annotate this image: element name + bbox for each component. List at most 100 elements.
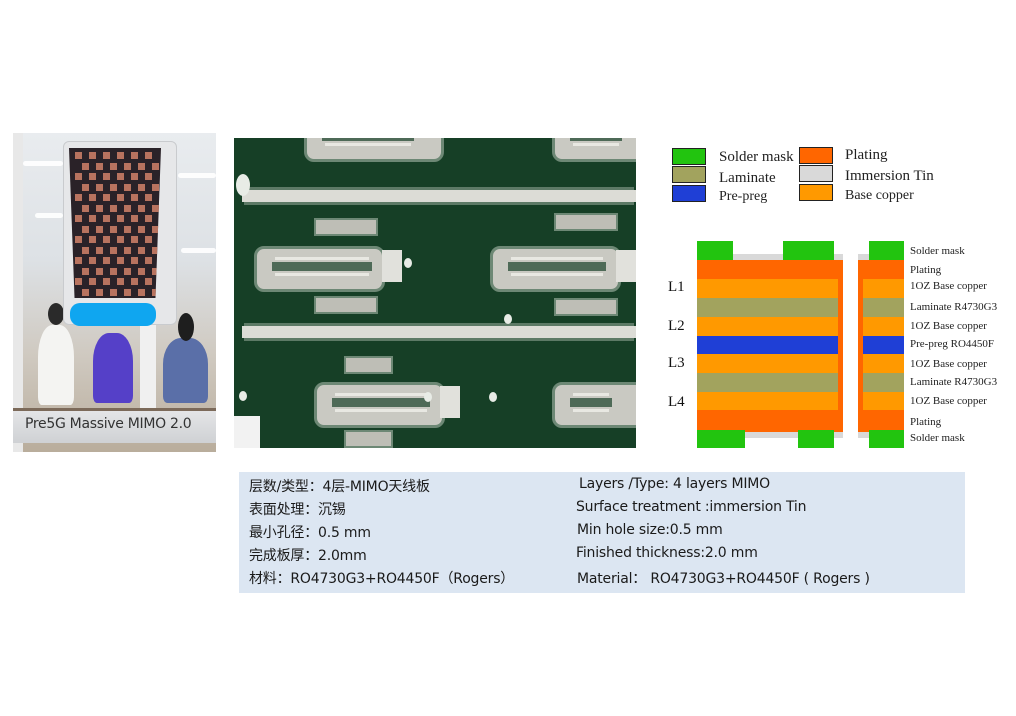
antenna-element <box>117 173 124 180</box>
stackup-label: Solder mask <box>910 432 965 444</box>
antenna-element <box>124 183 131 191</box>
antenna-element <box>82 267 89 275</box>
immersion-tin-top <box>697 254 843 260</box>
antenna-feed <box>254 240 402 292</box>
antenna-feed <box>314 376 460 428</box>
antenna-element <box>152 204 159 212</box>
immersion-tin-bottom <box>697 432 843 438</box>
copper-l3 <box>697 354 838 373</box>
antenna-element <box>75 194 82 201</box>
antenna-element <box>131 257 138 264</box>
antenna-element <box>82 162 89 170</box>
caption-sign: Pre5G Massive MIMO 2.0 <box>13 408 216 443</box>
stackup-label: 1OZ Base copper <box>910 320 987 332</box>
antenna-element <box>124 204 131 212</box>
antenna-element <box>138 267 145 275</box>
antenna-element <box>103 236 110 243</box>
antenna-element <box>124 246 131 254</box>
antenna-element <box>110 183 117 191</box>
antenna-element <box>145 215 152 222</box>
solder-mask-top <box>697 241 733 260</box>
via-hole <box>489 392 497 402</box>
antenna-element <box>89 194 96 201</box>
feed-stub <box>314 218 378 236</box>
antenna-element <box>145 278 152 285</box>
plating-frame <box>858 260 904 432</box>
person <box>93 333 133 403</box>
antenna-feed <box>552 376 636 428</box>
legend-swatch-plating <box>799 147 833 164</box>
antenna-element <box>75 152 82 159</box>
person-head <box>178 313 194 341</box>
legend-label: Base copper <box>845 188 914 203</box>
antenna-element <box>145 236 152 243</box>
person <box>163 338 208 403</box>
antenna-element <box>138 183 145 191</box>
ceiling-light <box>23 161 63 166</box>
antenna-element <box>89 152 96 159</box>
antenna-element <box>103 194 110 201</box>
antenna-element <box>103 278 110 285</box>
antenna-element <box>110 288 117 296</box>
plating-frame <box>697 260 843 432</box>
antenna-element <box>117 236 124 243</box>
antenna-element <box>89 257 96 264</box>
antenna-element <box>110 225 117 233</box>
spec-cn-material: 材料：RO4730G3+RO4450F（Rogers） <box>249 571 515 587</box>
antenna-element <box>96 162 103 170</box>
legend-swatch-laminate <box>672 166 706 183</box>
antenna-element <box>117 278 124 285</box>
legend-swatch-base-copper <box>799 184 833 201</box>
ceiling-light <box>181 248 216 253</box>
pcb-image <box>234 138 636 448</box>
ceiling-light <box>178 173 216 178</box>
photo-caption: Pre5G Massive MIMO 2.0 <box>25 416 192 432</box>
antenna-element <box>124 267 131 275</box>
antenna-element <box>124 162 131 170</box>
immersion-tin-top <box>858 254 904 260</box>
laminate <box>863 373 904 392</box>
antenna-element <box>124 288 131 296</box>
layer-marker: L1 <box>668 279 685 295</box>
antenna-feed <box>490 240 636 292</box>
spec-cn-layers: 层数/类型：4层-MIMO天线板 <box>249 479 430 495</box>
legend-swatch-prepreg <box>672 185 706 202</box>
antenna-element <box>110 267 117 275</box>
spec-cn-surface: 表面处理：沉锡 <box>249 502 346 518</box>
legend-swatch-solder-mask <box>672 148 706 165</box>
antenna-element <box>82 204 89 212</box>
antenna-element <box>96 225 103 233</box>
pcb-trace-rail <box>242 190 636 202</box>
stackup-label: Laminate R4730G3 <box>910 301 998 313</box>
antenna-element <box>138 225 145 233</box>
via-hole <box>404 258 412 268</box>
antenna-element <box>89 173 96 180</box>
antenna-element <box>152 225 159 233</box>
pcb-trace-rail <box>242 326 636 338</box>
antenna-unit <box>63 141 177 325</box>
via-hole <box>239 391 247 401</box>
antenna-element <box>96 204 103 212</box>
antenna-element <box>124 225 131 233</box>
antenna-feed <box>552 138 636 162</box>
antenna-element <box>103 257 110 264</box>
antenna-element <box>152 162 159 170</box>
antenna-element <box>145 194 152 201</box>
ceiling-light <box>35 213 63 218</box>
pole <box>13 133 23 452</box>
laminate <box>697 298 838 317</box>
laminate <box>697 373 838 392</box>
antenna-element <box>103 173 110 180</box>
antenna-element <box>75 257 82 264</box>
antenna-element <box>82 225 89 233</box>
solder-mask-bottom <box>697 430 745 448</box>
antenna-element <box>75 278 82 285</box>
legend-label: Solder mask <box>719 149 794 165</box>
copper-l1 <box>863 279 904 298</box>
spec-en-thickness: Finished thickness:2.0 mm <box>576 545 758 561</box>
prepreg <box>863 336 904 354</box>
feed-stub <box>554 298 618 316</box>
antenna-element <box>75 215 82 222</box>
solder-mask-top <box>869 241 904 260</box>
antenna-element <box>117 257 124 264</box>
